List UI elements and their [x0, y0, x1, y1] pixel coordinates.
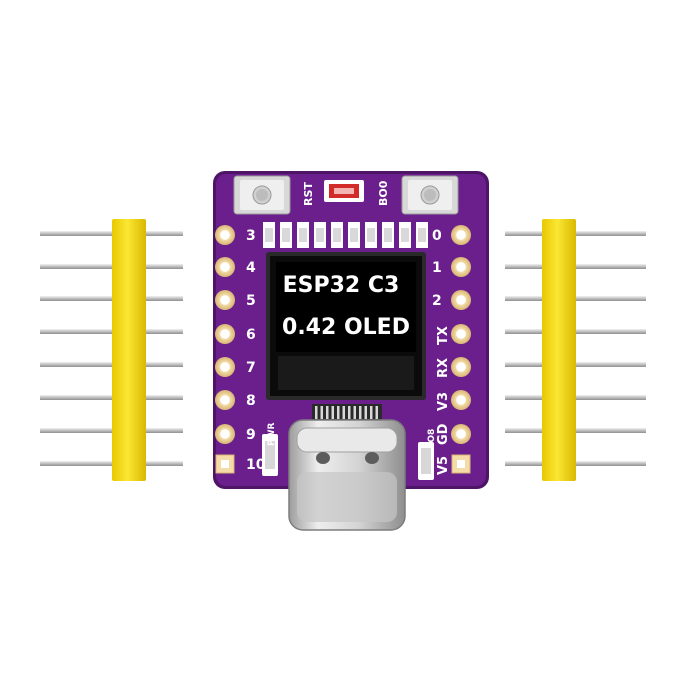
- ribbon-pin: [337, 406, 340, 419]
- pin-pad: [215, 390, 235, 410]
- pin-label-tx: TX: [436, 326, 451, 345]
- header-pin: [40, 264, 183, 269]
- smd-components: [263, 222, 428, 248]
- smd-component: [384, 228, 392, 242]
- ribbon-pin: [315, 406, 318, 419]
- rst-label: RST: [302, 182, 315, 206]
- right-pin-header: [505, 219, 646, 481]
- header-pin: [40, 395, 183, 400]
- ribbon-pin: [331, 406, 334, 419]
- smd-component: [299, 228, 307, 242]
- pin-label-0: 0: [432, 228, 442, 244]
- left-pin-header: [40, 219, 183, 481]
- pin-pad: [451, 357, 471, 377]
- ribbon-pin: [342, 406, 345, 419]
- ribbon-pin: [359, 406, 362, 419]
- red-switch: [324, 180, 364, 202]
- ribbon-pin: [370, 406, 373, 419]
- oled-display: ESP32 C3 0.42 OLED: [266, 252, 426, 400]
- boot-label: BO0: [377, 180, 390, 206]
- ribbon-pin: [353, 406, 356, 419]
- ribbon-pin: [364, 406, 367, 419]
- boot-button[interactable]: [401, 175, 459, 215]
- ribbon-pin: [375, 406, 378, 419]
- pin-pad: [215, 357, 235, 377]
- pin-label-1: 1: [432, 260, 442, 276]
- pwr-label: PWR: [267, 422, 277, 446]
- ribbon-pin: [348, 406, 351, 419]
- pwr-led: [262, 434, 278, 476]
- oled-line-1: ESP32 C3: [283, 273, 400, 298]
- io8-led: [418, 442, 434, 480]
- pin-pad: [451, 257, 471, 277]
- pin-label-v5: V5: [436, 456, 451, 475]
- pin-label-2: 2: [432, 293, 442, 309]
- pin-label-6: 6: [246, 327, 256, 343]
- header-pin: [40, 231, 183, 236]
- pin-label-3: 3: [246, 228, 256, 244]
- pin-pad: [215, 257, 235, 277]
- io8-label: IO8: [427, 429, 437, 446]
- pin-pad: [215, 424, 235, 444]
- ribbon-pin: [326, 406, 329, 419]
- header-pin: [40, 329, 183, 334]
- pin-hole: [221, 460, 229, 468]
- pin-label-8: 8: [246, 393, 256, 409]
- pin-pad: [215, 225, 235, 245]
- oled-line-2: 0.42 OLED: [282, 315, 410, 340]
- usb-c-port: [288, 419, 406, 531]
- pin-label-9: 9: [246, 427, 256, 443]
- smd-component: [367, 228, 375, 242]
- pin-label-7: 7: [246, 360, 256, 376]
- smd-component: [316, 228, 324, 242]
- smd-component: [418, 228, 426, 242]
- header-pin: [40, 461, 183, 466]
- reset-button[interactable]: [233, 175, 291, 215]
- pin-pad: [451, 390, 471, 410]
- pin-label-10: 10: [246, 457, 266, 473]
- oled-ribbon: [312, 404, 382, 420]
- pin-pad: [451, 324, 471, 344]
- header-pin: [40, 362, 183, 367]
- smd-component: [401, 228, 409, 242]
- pin-label-gd: GD: [436, 423, 451, 445]
- ribbon-pin: [320, 406, 323, 419]
- smd-component: [333, 228, 341, 242]
- right-header-body: [542, 219, 576, 481]
- smd-component: [350, 228, 358, 242]
- esp32-c3-board: RST BO0 ESP32 C3 0.42 OLED PWR: [213, 171, 489, 531]
- pin-pad: [451, 290, 471, 310]
- left-header-body: [112, 219, 146, 481]
- pin-label-v3: V3: [436, 392, 451, 411]
- pin-label-5: 5: [246, 293, 256, 309]
- pin-label-4: 4: [246, 260, 256, 276]
- pin-pad: [215, 290, 235, 310]
- pin-hole: [457, 460, 465, 468]
- pin-pad: [215, 324, 235, 344]
- pin-label-rx: RX: [436, 358, 451, 378]
- header-pin: [40, 428, 183, 433]
- smd-component: [265, 228, 273, 242]
- pin-pad: [451, 225, 471, 245]
- pin-pad: [451, 424, 471, 444]
- header-pin: [40, 296, 183, 301]
- smd-component: [282, 228, 290, 242]
